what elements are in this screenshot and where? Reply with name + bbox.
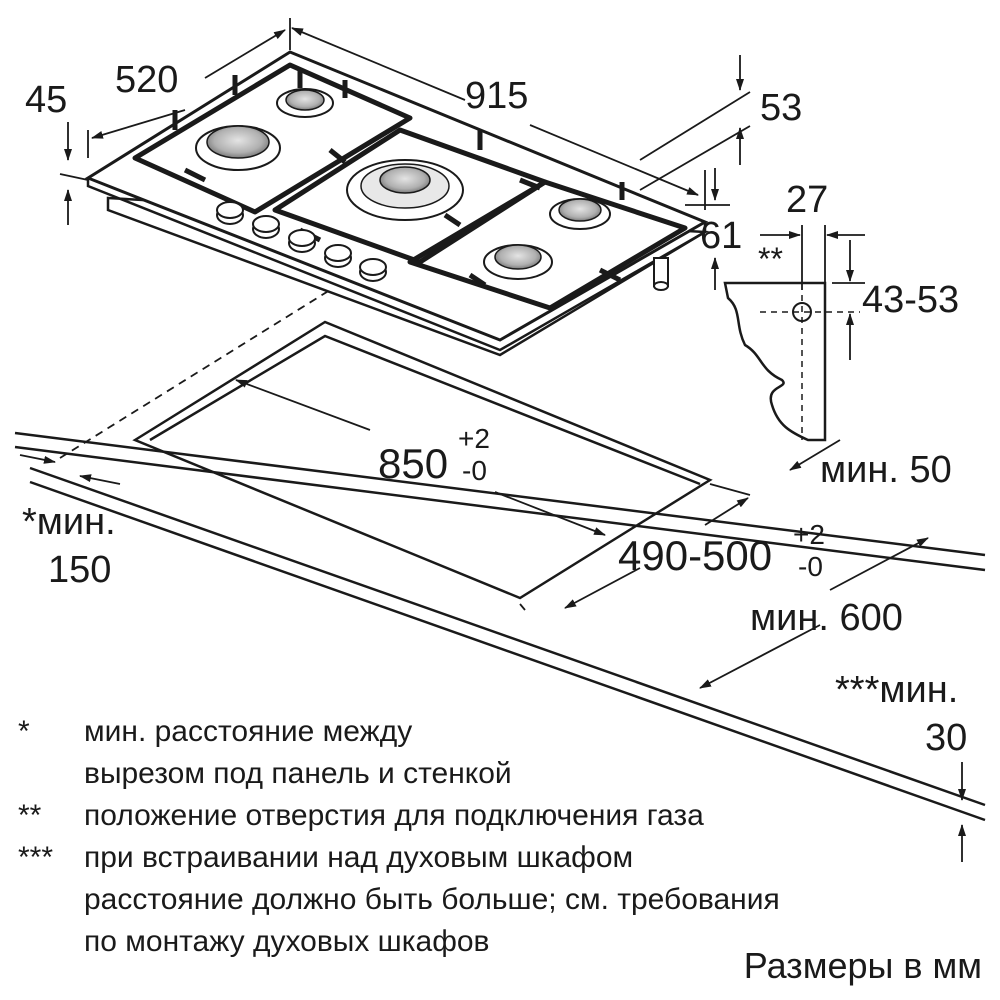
dimension-lines (19, 18, 966, 862)
cutout-opening (132, 320, 713, 600)
footnote-1-marker: * (18, 715, 30, 748)
gas-connection-stub (653, 257, 669, 291)
dim-45: 45 (25, 79, 67, 121)
dim-cutout-depth-tol-plus: +2 (793, 519, 825, 550)
footnote-1-line-1: мин. расстояние между (84, 715, 413, 748)
dim-min-150-line2: 150 (48, 549, 111, 591)
footnote-3-line-1: при встраивании над духовым шкафом (84, 841, 634, 874)
dim-43-53: 43-53 (862, 279, 959, 321)
dim-cutout-depth-tol-minus: -0 (798, 551, 823, 582)
dim-27: 27 (786, 179, 828, 221)
control-knobs (216, 201, 387, 282)
footnote-3-line-3: по монтажу духовых шкафов (84, 925, 490, 958)
gas-connection-detail (723, 281, 860, 442)
burner-rear-left (276, 88, 334, 118)
burner-front-right (483, 244, 553, 280)
burner-rear-right (549, 198, 611, 230)
dim-cutout-depth: 490-500 (618, 532, 772, 579)
dim-cutout-width: 850 (378, 440, 448, 487)
footnote-2-line-1: положение отверстия для подключения газа (84, 799, 704, 832)
burner-front-left (195, 125, 281, 171)
dim-cutout-width-tol-plus: +2 (458, 423, 490, 454)
footnote-3-marker: *** (18, 841, 54, 874)
dim-min-30-line2: 30 (925, 717, 967, 759)
dim-min-600: мин. 600 (750, 597, 903, 639)
dimension-labels: 45 520 915 53 27 61 ** 43-53 850 +2 -0 4… (22, 59, 967, 759)
dim-min-30-line1: ***мин. (835, 669, 958, 711)
dim-min-150-line1: *мин. (22, 501, 116, 543)
dim-520: 520 (115, 59, 178, 101)
dim-cutout-width-tol-minus: -0 (462, 455, 487, 486)
dim-53: 53 (760, 87, 802, 129)
burner-center-wok (346, 159, 464, 221)
footnote-3-line-2: расстояние должно быть больше; см. требо… (84, 883, 780, 916)
units-label: Размеры в мм (743, 945, 982, 986)
gas-hob (84, 50, 710, 357)
dim-min-50: мин. 50 (820, 449, 952, 491)
hob-projection-line (59, 289, 331, 459)
gas-marker: ** (758, 241, 783, 277)
footnote-1-line-2: вырезом под панель и стенкой (84, 757, 512, 790)
dim-61: 61 (700, 215, 742, 257)
footnote-2-marker: ** (18, 799, 42, 832)
dim-915: 915 (465, 75, 528, 117)
